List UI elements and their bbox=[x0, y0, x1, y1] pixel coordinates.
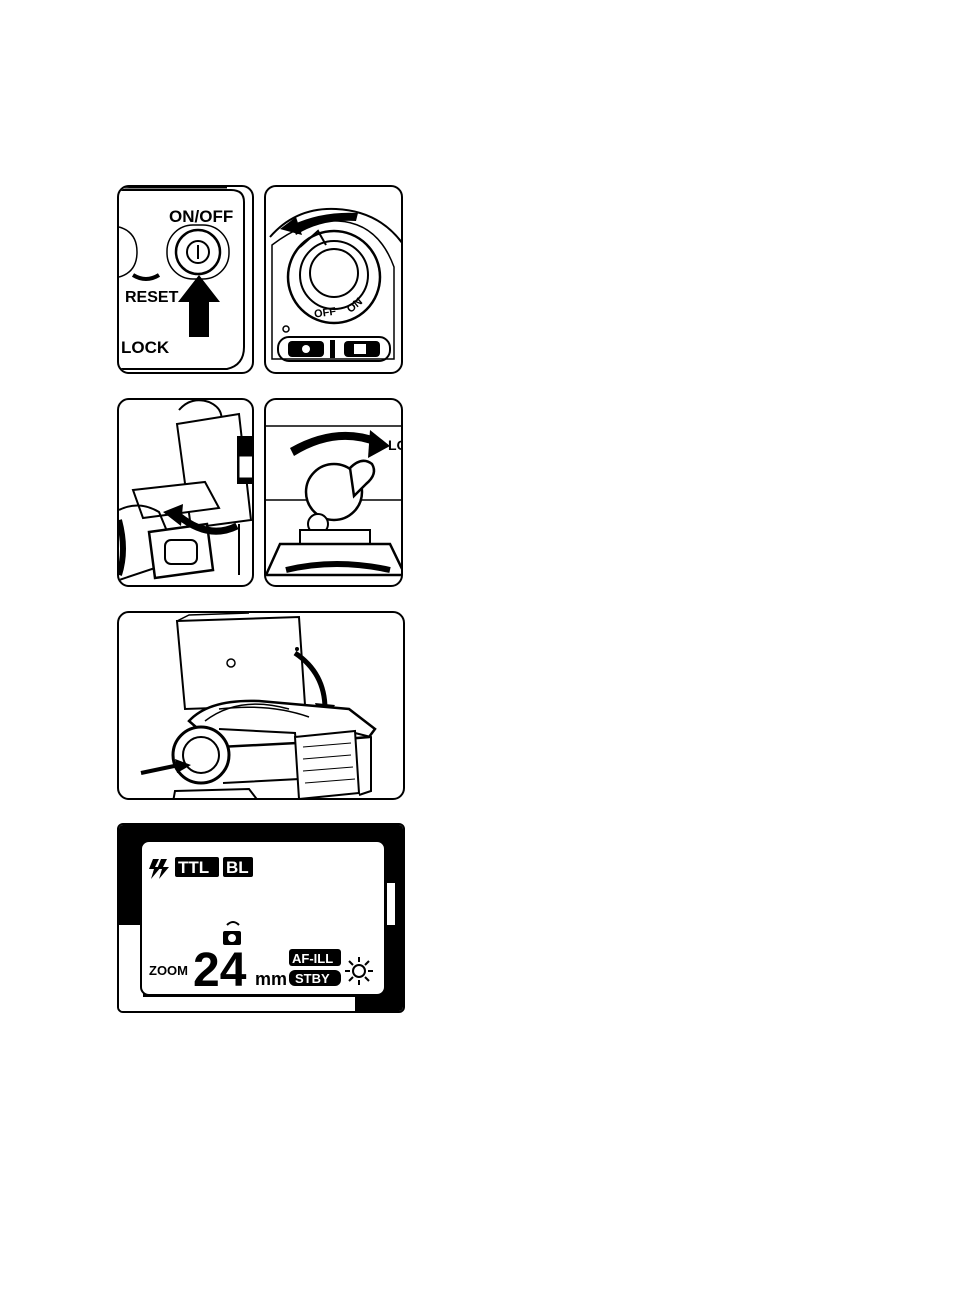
camera-icon bbox=[302, 345, 310, 353]
power-dial-illustration: OFF ON bbox=[266, 187, 403, 374]
af-ill-badge: AF-ILL bbox=[292, 951, 333, 966]
lock-lever-illustration: LO bbox=[266, 400, 403, 587]
figure-flash-head bbox=[117, 611, 405, 800]
zoom-unit: mm bbox=[255, 969, 287, 989]
off-label: OFF bbox=[313, 306, 337, 321]
lcd-panel: TTL BL ZOOM 24 mm AF-ILL STBY bbox=[117, 823, 405, 1013]
power-label: ON/OFF bbox=[169, 207, 233, 226]
zoom-value: 24 bbox=[193, 944, 247, 997]
figure-power-dial: OFF ON bbox=[264, 185, 403, 374]
lcd-illustration: TTL BL ZOOM 24 mm AF-ILL STBY bbox=[119, 825, 405, 1013]
zoom-label: ZOOM bbox=[149, 963, 188, 978]
ttl-badge: TTL bbox=[178, 858, 209, 877]
reset-label: RESET bbox=[125, 289, 179, 306]
arrow-icon bbox=[178, 275, 220, 337]
figure-lock-lever: LO bbox=[264, 398, 403, 587]
power-button-illustration: ON/OFF RESET LOCK bbox=[119, 187, 254, 374]
arrow-icon bbox=[368, 430, 390, 458]
attach-flash-illustration bbox=[119, 400, 254, 587]
figure-attach-flash bbox=[117, 398, 254, 587]
lock-partial-label: LO bbox=[388, 437, 403, 453]
bl-badge: BL bbox=[226, 858, 249, 877]
figure-power-button: ON/OFF RESET LOCK bbox=[117, 185, 254, 374]
stby-badge: STBY bbox=[295, 971, 330, 986]
flash-head-illustration bbox=[119, 613, 405, 800]
lock-label: LOCK bbox=[121, 338, 170, 357]
